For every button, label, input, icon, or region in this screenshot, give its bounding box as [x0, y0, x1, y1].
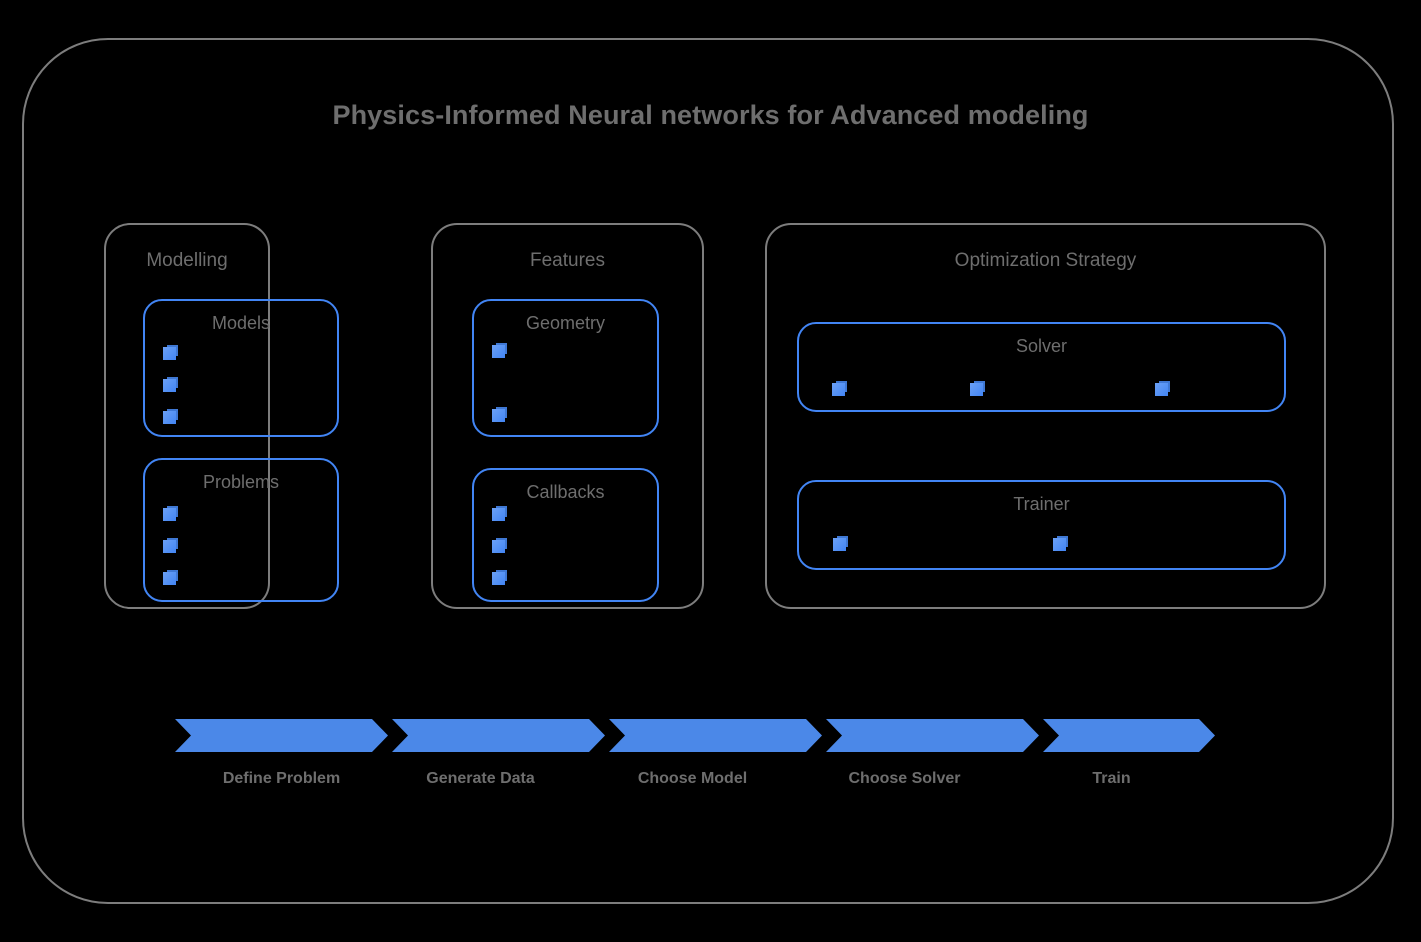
page-title: Physics-Informed Neural networks for Adv… — [332, 100, 1089, 130]
item-cube-icon — [163, 540, 176, 553]
sub-box-solver[interactable]: Solver — [797, 322, 1286, 412]
item-cube-icon — [832, 383, 845, 396]
item-cube-icon — [163, 347, 176, 360]
pipeline-arrow-choose-model[interactable] — [609, 719, 822, 752]
group-panel-optimization-strategy: Optimization Strategy — [765, 223, 1326, 609]
pipeline-arrow-train[interactable] — [1043, 719, 1215, 752]
sub-box-geometry[interactable]: Geometry — [472, 299, 659, 437]
sub-box-problems[interactable]: Problems — [143, 458, 339, 602]
sub-box-trainer[interactable]: Trainer — [797, 480, 1286, 570]
item-cube-icon — [163, 508, 176, 521]
group-panel-features: Features — [431, 223, 704, 609]
item-cube-icon — [163, 411, 176, 424]
item-cube-icon — [163, 572, 176, 585]
item-cube-icon — [492, 572, 505, 585]
sub-box-title-callbacks: Callbacks — [526, 482, 605, 502]
item-cube-icon — [1053, 538, 1066, 551]
pipeline-arrow-choose-solver[interactable] — [826, 719, 1039, 752]
sub-box-title-solver: Solver — [1015, 336, 1068, 356]
group-panel-modelling: Modelling — [104, 223, 270, 609]
sub-box-title-problems: Problems — [202, 472, 280, 492]
pipeline-label-define-problem: Define Problem — [222, 770, 341, 787]
item-cube-icon — [492, 345, 505, 358]
item-cube-icon — [970, 383, 983, 396]
pipeline-arrow-band — [175, 719, 1215, 752]
item-cube-icon — [163, 379, 176, 392]
item-cube-icon — [492, 508, 505, 521]
sub-box-models[interactable]: Models — [143, 299, 339, 437]
group-title-features: Features — [530, 250, 605, 271]
sub-box-title-models: Models — [211, 313, 271, 333]
item-cube-icon — [492, 409, 505, 422]
item-cube-icon — [492, 540, 505, 553]
pipeline-label-choose-solver: Choose Solver — [848, 770, 961, 787]
pipeline-arrow-generate-data[interactable] — [392, 719, 605, 752]
sub-box-title-geometry: Geometry — [525, 313, 606, 333]
pipeline-arrow-define-problem[interactable] — [175, 719, 388, 752]
sub-box-title-trainer: Trainer — [1013, 494, 1070, 514]
item-cube-icon — [833, 538, 846, 551]
pipeline-label-train: Train — [1092, 770, 1131, 787]
sub-box-callbacks[interactable]: Callbacks — [472, 468, 659, 602]
group-title-optimization-strategy: Optimization Strategy — [954, 250, 1137, 271]
pipeline-label-choose-model: Choose Model — [637, 770, 748, 787]
pipeline-label-generate-data: Generate Data — [426, 770, 535, 787]
group-title-modelling: Modelling — [146, 250, 228, 271]
outer-container-frame — [22, 38, 1394, 904]
item-cube-icon — [1155, 383, 1168, 396]
